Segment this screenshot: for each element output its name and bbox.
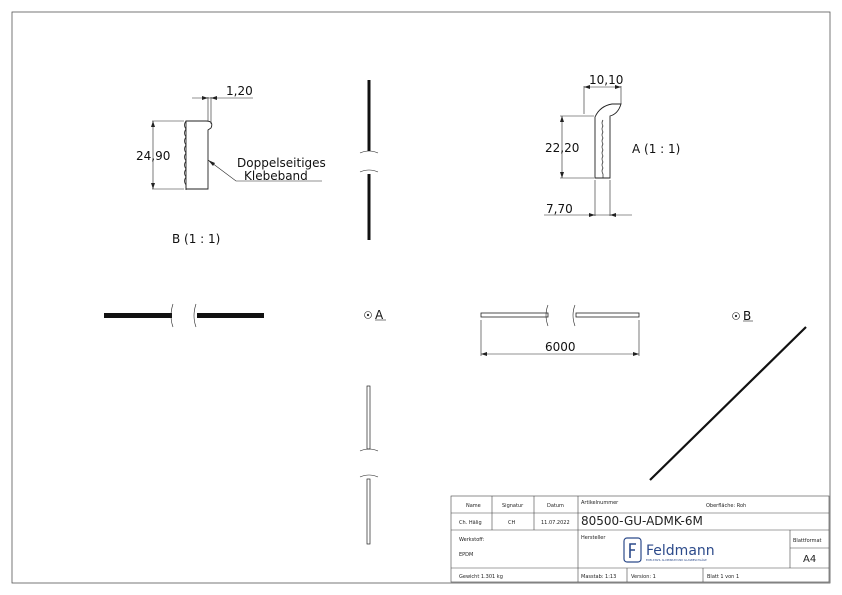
tb-gewicht: Gewicht 1.301 kg xyxy=(459,574,503,580)
tb-datum: 11.07.2022 xyxy=(541,520,570,526)
dim-base-a: 7,70 xyxy=(546,202,573,216)
tb-header-name: Name xyxy=(466,503,481,509)
brand-name: Feldmann xyxy=(646,543,715,559)
view-direction-icon xyxy=(732,312,740,320)
profile-a-outline xyxy=(594,103,622,179)
dim-length: 6000 xyxy=(545,340,576,354)
view-ref-b xyxy=(732,312,753,322)
tb-artikel-value: 80500-GU-ADMK-6M xyxy=(581,514,703,528)
tb-blatt: Blatt 1 von 1 xyxy=(707,574,739,580)
sheet-border xyxy=(11,11,831,584)
dim-height-b: 24,90 xyxy=(136,149,170,163)
callout-text-line2: Klebeband xyxy=(244,169,308,183)
dim-width-a: 10,10 xyxy=(589,73,623,87)
profile-b-outline xyxy=(185,120,213,190)
feldmann-logo xyxy=(623,537,642,563)
tb-header-signatur: Signatur xyxy=(502,503,524,509)
title-block xyxy=(450,495,830,583)
tb-name: Ch. Hälig xyxy=(459,520,482,526)
view-ref-b-label: B xyxy=(743,309,751,323)
tb-massstab: Masstab: 1:13 xyxy=(581,574,616,580)
view-direction-icon xyxy=(364,311,372,319)
detail-a-label: A (1 : 1) xyxy=(632,142,680,156)
side-view-top xyxy=(359,80,379,240)
side-view-bottom xyxy=(359,385,379,545)
tb-hersteller-label: Hersteller xyxy=(581,535,606,541)
tb-signatur: CH xyxy=(508,520,515,526)
tb-blattformat-value: A4 xyxy=(803,554,816,565)
detail-b-label: B (1 : 1) xyxy=(172,232,220,246)
detail-a-view xyxy=(544,85,632,217)
view-ref-a-label: A xyxy=(375,308,384,322)
callout-text-line1: Doppelseitiges xyxy=(237,156,326,170)
isometric-view xyxy=(649,326,807,481)
tb-werkstoff-label: Werkstoff: xyxy=(459,537,485,543)
brand-tagline: EDELSTAHL ALUMINIUM UND GLASBESCHLÄGE xyxy=(646,557,707,562)
detail-b-view xyxy=(151,96,322,190)
feldmann-logo-icon xyxy=(623,537,642,563)
profile-b-ridges xyxy=(184,120,187,190)
dim-thickness-b: 1,20 xyxy=(226,84,253,98)
top-view xyxy=(480,304,640,356)
view-ref-a xyxy=(364,311,386,321)
tb-header-datum: Datum xyxy=(547,503,564,509)
tb-blattformat-label: Blattformat xyxy=(793,538,822,544)
tb-oberflaeche: Oberfläche: Roh xyxy=(706,503,746,509)
tb-werkstoff-value: EPDM xyxy=(459,552,473,558)
front-view xyxy=(104,303,264,328)
tb-version: Version: 1 xyxy=(631,574,656,580)
dim-height-a: 22,20 xyxy=(545,141,579,155)
callout-leader xyxy=(207,159,322,182)
tb-artikel-label: Artikelnummer xyxy=(581,500,619,506)
